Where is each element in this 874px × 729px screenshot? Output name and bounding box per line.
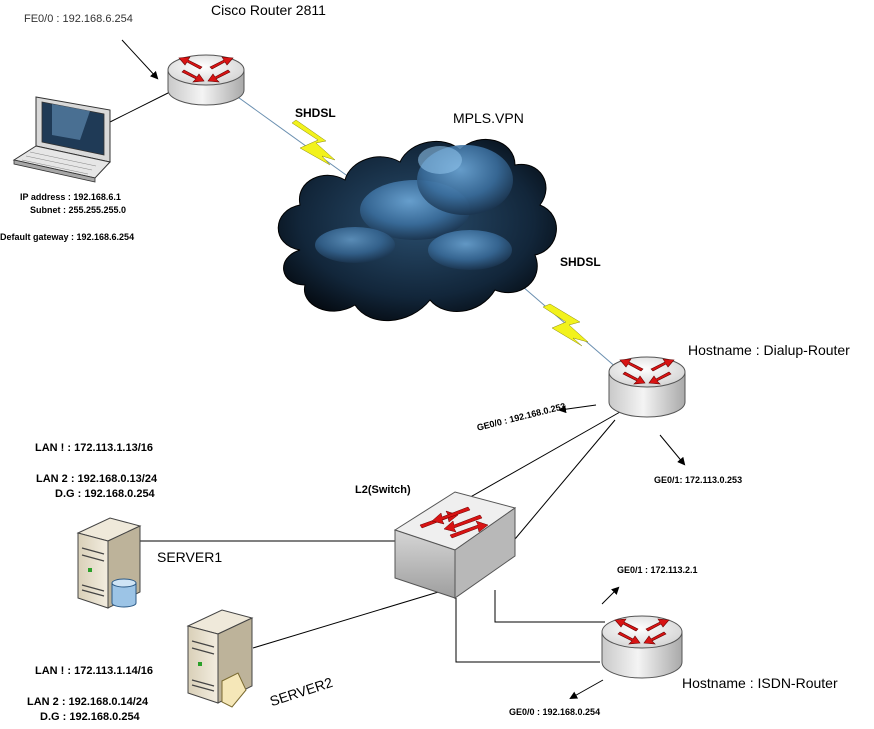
mpls-cloud — [277, 138, 557, 321]
router-icon-dialup — [608, 356, 686, 418]
router-icon-top — [167, 54, 245, 106]
isdn-router-ge01-label: GE0/1 : 172.113.2.1 — [617, 565, 698, 575]
shdsl-link-top — [234, 94, 361, 186]
switch-label: L2(Switch) — [355, 484, 411, 496]
laptop-gateway-label: Default gateway : 192.168.6.254 — [0, 232, 135, 242]
server1-dg-label: D.G : 192.168.0.254 — [55, 488, 155, 500]
dialup-router-ge01-label: GE0/1: 172.113.0.253 — [654, 475, 743, 485]
laptop-subnet-label: Subnet : 255.255.255.0 — [30, 205, 127, 215]
mpls-vpn-label: MPLS.VPN — [453, 110, 524, 126]
server1-lan2-label: LAN 2 : 192.168.0.13/24 — [36, 473, 158, 485]
database-icon — [111, 578, 137, 608]
document-icon — [221, 672, 247, 708]
isdn-router-ge00-label: GE0/0 : 192.168.0.254 — [509, 707, 601, 717]
shdsl-link-bottom — [514, 279, 626, 376]
shdsl-label-bottom: SHDSL — [560, 255, 601, 269]
shdsl-label-top: SHDSL — [295, 106, 336, 120]
server1-icon — [76, 517, 142, 609]
switch-icon — [393, 491, 517, 599]
router-icon-isdn — [601, 615, 683, 679]
pointer-arrows — [121, 39, 686, 699]
server2-lan1-label: LAN ! : 172.113.1.14/16 — [35, 665, 154, 677]
dialup-router-hostname: Hostname : Dialup-Router — [688, 342, 850, 358]
router1-title: Cisco Router 2811 — [211, 2, 326, 18]
server2-icon — [186, 609, 254, 708]
server1-lan1-label: LAN ! : 172.113.1.13/16 — [35, 442, 154, 454]
server1-label: SERVER1 — [157, 549, 223, 565]
isdn-router-hostname: Hostname : ISDN-Router — [682, 675, 838, 691]
laptop-ip-label: IP address : 192.168.6.1 — [20, 192, 121, 202]
router1-fe-port-label: FE0/0 : 192.168.6.254 — [24, 13, 133, 25]
server2-dg-label: D.G : 192.168.0.254 — [40, 711, 140, 723]
laptop-icon — [12, 96, 111, 183]
server2-lan2-label: LAN 2 : 192.168.0.14/24 — [27, 696, 149, 708]
